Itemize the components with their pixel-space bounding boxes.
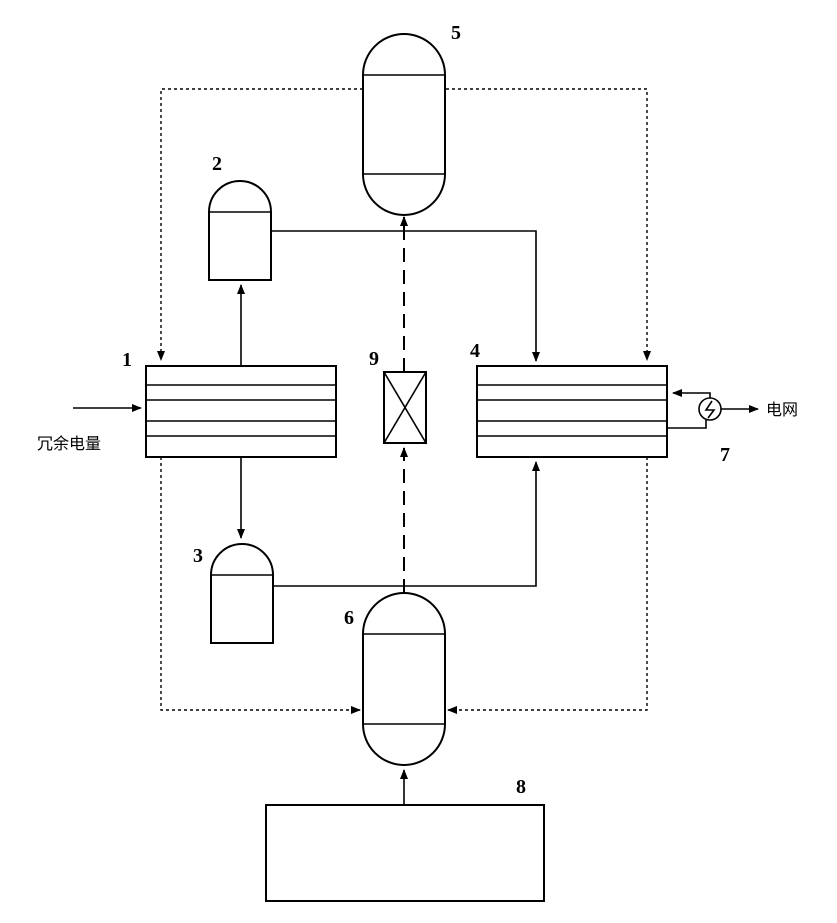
label-3: 3 <box>193 545 203 567</box>
input-label: 冗余电量 <box>37 434 101 453</box>
label-5: 5 <box>451 22 461 44</box>
vessel-5 <box>363 34 445 215</box>
flow-4-to-7-bottom <box>667 420 706 428</box>
unit-1-stack <box>146 366 336 457</box>
dotted-line-bottom-right <box>448 457 647 710</box>
inverter-icon <box>699 398 721 420</box>
unit-7-inverter <box>667 393 758 428</box>
label-1: 1 <box>122 349 132 371</box>
vessel-6 <box>363 593 445 765</box>
label-6: 6 <box>344 607 354 629</box>
flow-7-to-4-top <box>673 393 710 398</box>
unit-9-box <box>384 372 426 443</box>
label-9: 9 <box>369 348 379 370</box>
label-7: 7 <box>720 444 730 466</box>
grid-label: 电网 <box>766 400 798 419</box>
label-2: 2 <box>212 153 222 175</box>
unit-4-stack <box>477 366 667 457</box>
tank-2 <box>209 181 271 280</box>
tank-3 <box>211 544 273 643</box>
label-4: 4 <box>470 340 480 362</box>
dotted-line-top-right <box>446 89 647 360</box>
unit-8-box <box>266 805 544 901</box>
label-8: 8 <box>516 776 526 798</box>
